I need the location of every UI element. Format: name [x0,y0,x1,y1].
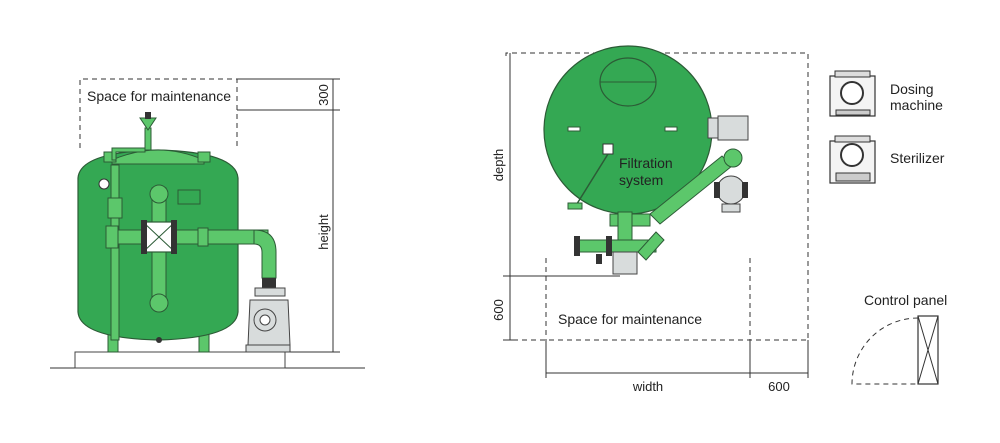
side-maintenance-box [79,78,238,148]
filtration-line1: Filtration [619,155,673,171]
vent-valve [139,117,157,131]
pipe-elbow [253,229,277,279]
tank-lug-right [197,151,211,163]
pump-flange-l [714,182,720,198]
foundation [74,351,286,369]
lower-valve [612,251,638,275]
control-panel-icon [851,315,939,385]
arm-end [567,202,583,210]
valve-cross [142,221,176,253]
pump-flange-r [742,182,748,198]
motor-top [717,115,749,141]
valve-flange-right [171,220,177,254]
vent-side-pipe [111,147,146,161]
pump-elbow-top [723,148,743,168]
top-view: depth 600 width 600 Space for maintenanc… [491,45,809,394]
dosing-label-line2: machine [890,97,943,113]
arm-pipe [574,153,609,208]
nameplate [177,189,201,205]
side-riser-pipe [110,164,120,341]
dim-600-left-label: 600 [491,299,506,321]
drain-plug [156,337,162,343]
dim-width-label: width [632,379,663,394]
pressure-gauge [98,178,110,190]
top-maintenance-label: Space for maintenance [558,311,702,327]
lower-diagonal [637,231,665,261]
lower-handle [596,254,602,264]
pump-base [245,344,291,353]
vent-cap [145,112,151,119]
lower-flange-mid [606,236,612,256]
valve-flange-left [141,220,147,254]
legend: Dosing machine Sterilizer Control panel [829,70,947,385]
pump-foot [721,203,741,213]
lower-flange-left [574,236,580,256]
control-panel-label: Control panel [864,292,947,308]
top-envelope [505,52,809,341]
vent-pipe [144,127,152,151]
lug-left [567,126,581,132]
side-maintenance-label: Space for maintenance [87,88,231,104]
sterilizer-label: Sterilizer [890,150,945,166]
pipe-coupling [197,227,209,247]
motor-fan [707,117,719,139]
dosing-machine-icon [829,70,876,117]
pump-flange [254,287,286,297]
horizontal-pipe [117,229,269,245]
gauge-square [602,143,614,155]
collector-top-cap [149,184,169,204]
dim-height-label: height [316,214,331,250]
dim-600-right-label: 600 [768,379,790,394]
pump-housing-top [716,175,746,205]
left-flange [105,225,119,249]
pump-inlet [259,314,271,326]
gauge-valve [107,197,123,219]
filtration-line2: system [619,172,663,188]
collector-bottom-cap [149,293,169,313]
door-swing-arc [851,317,919,385]
pump-coupling [262,278,276,288]
side-view: Space for maintenance 300 height [50,78,365,369]
sterilizer-icon [829,135,876,184]
dim-300-label: 300 [316,84,331,106]
dim-depth-label: depth [491,149,506,182]
lug-right [664,126,678,132]
dosing-label-line1: Dosing [890,81,934,97]
